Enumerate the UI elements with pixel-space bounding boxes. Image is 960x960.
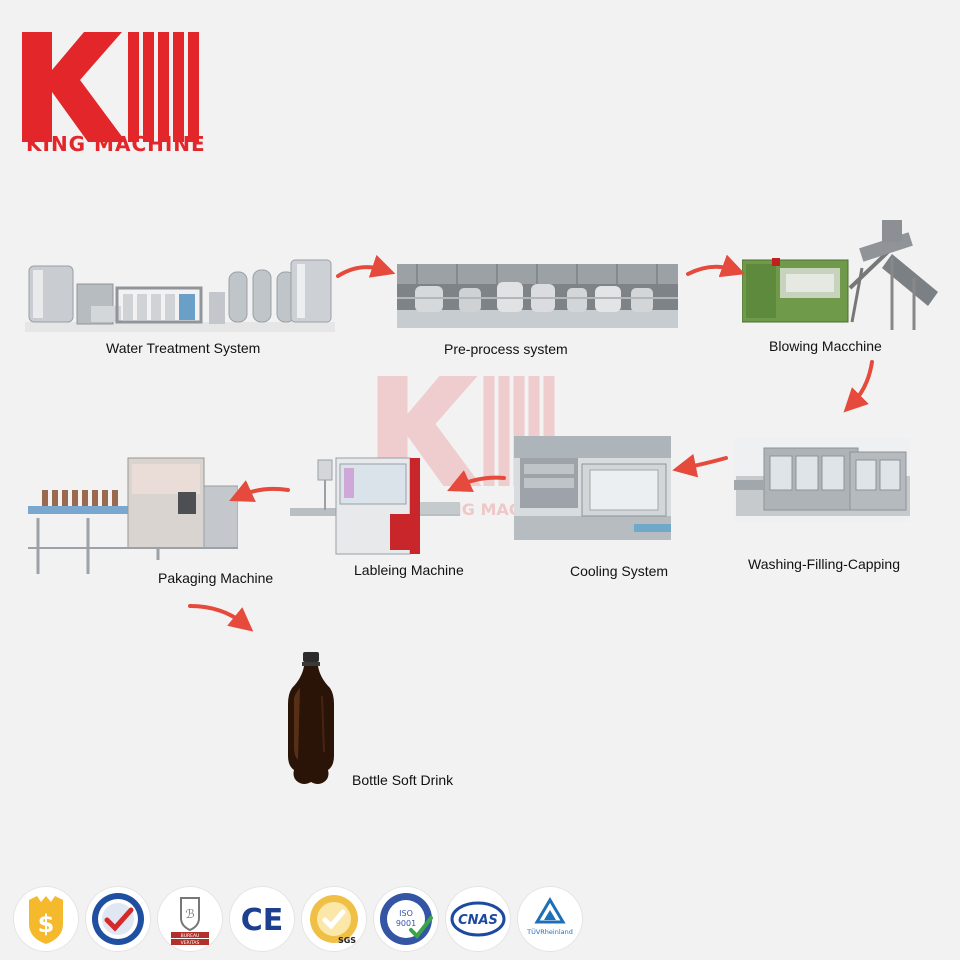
tuv-rheinland-icon: TÜVRheinland (519, 888, 581, 950)
cert-ce: CE (229, 886, 295, 952)
arrow-labeling-to-packaging (240, 489, 288, 496)
arrow-cooling-to-labeling (458, 478, 504, 486)
svg-text:CE: CE (241, 903, 284, 938)
cert-sgs: SGS (301, 886, 367, 952)
cert-bureau-veritas: ℬ BUREAU VERITAS (157, 886, 223, 952)
cert-sgs-shield: $ (13, 886, 79, 952)
ce-mark-icon: CE (231, 888, 293, 950)
svg-text:SGS: SGS (338, 936, 356, 945)
cert-tuv: TÜVRheinland (517, 886, 583, 952)
svg-text:TÜVRheinland: TÜVRheinland (526, 927, 573, 936)
cert-iso: ISO 9001 (373, 886, 439, 952)
svg-text:BUREAU: BUREAU (181, 933, 200, 939)
iso-9001-icon: ISO 9001 (375, 888, 437, 950)
dollar-shield-icon: $ (15, 888, 77, 950)
svg-text:VERITAS: VERITAS (181, 940, 200, 946)
checkmark-seal-icon (87, 888, 149, 950)
svg-text:$: $ (38, 910, 55, 938)
svg-text:CNAS: CNAS (458, 913, 498, 928)
svg-text:ISO: ISO (399, 909, 413, 918)
cert-quality-check (85, 886, 151, 952)
arrow-blowing-to-washing (852, 362, 872, 404)
bureau-veritas-icon: ℬ BUREAU VERITAS (159, 888, 221, 950)
cert-cnas: CNAS (445, 886, 511, 952)
cnas-icon: CNAS (447, 888, 509, 950)
arrow-preprocess-to-blowing (688, 267, 734, 274)
svg-text:9001: 9001 (396, 919, 416, 928)
arrow-packaging-to-product (190, 606, 244, 624)
sgs-seal-icon: SGS (303, 888, 365, 950)
arrow-washing-to-cooling (684, 458, 726, 468)
svg-text:ℬ: ℬ (185, 907, 194, 921)
arrow-water-to-preprocess (338, 267, 384, 276)
